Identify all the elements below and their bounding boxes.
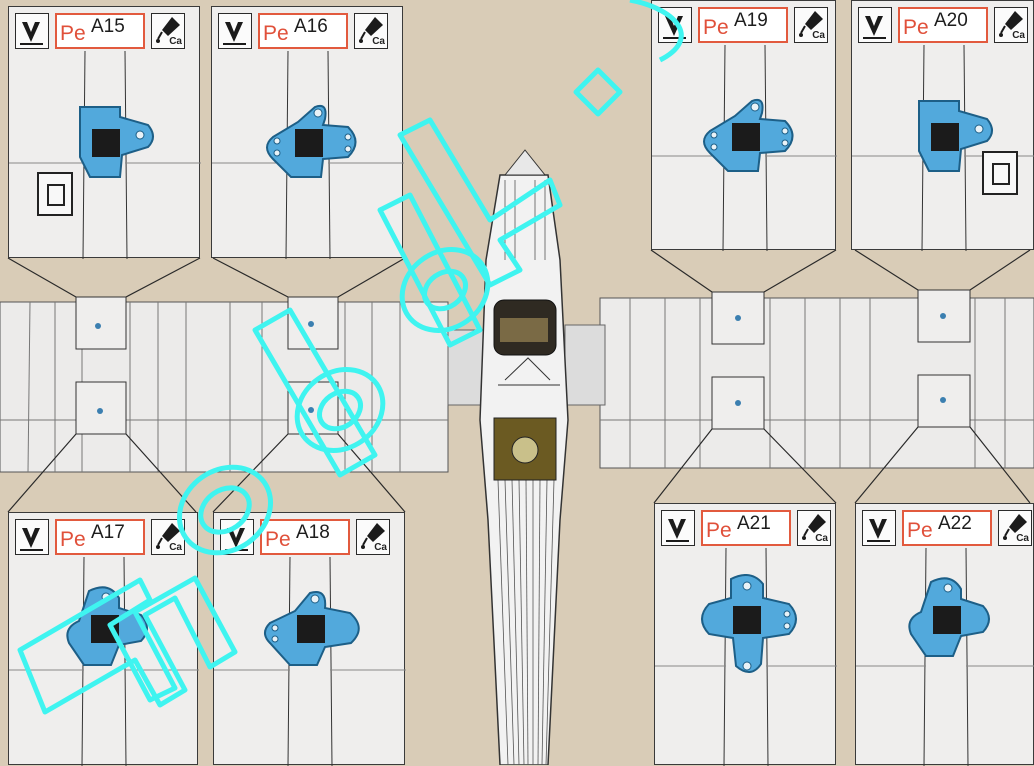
material-label: Pe [265,528,291,552]
bracket-part [691,574,811,689]
panel-header: Pe A15 Ca [15,13,193,51]
down-arrow-v-icon [858,7,892,43]
bracket-part [49,583,169,698]
left-wing [0,297,488,472]
right-wing [565,290,1034,468]
part-panel-a16: Pe A16 Ca [211,6,403,258]
glue-bottle-icon: Ca [354,13,388,49]
part-id: A20 [934,10,968,32]
part-id-tag: Pe A20 [898,7,988,43]
down-arrow-v-icon [15,13,49,49]
panel-header: Pe A21 Ca [661,510,829,548]
down-arrow-v-icon [15,519,49,555]
part-id: A21 [737,513,771,535]
down-arrow-v-icon [220,519,254,555]
panel-header: Pe A18 Ca [220,519,398,557]
part-id-tag: Pe A21 [701,510,791,546]
material-label: Pe [907,519,933,543]
glue-label: Ca [169,542,182,553]
material-label: Pe [703,16,729,40]
slot-marker [982,151,1018,195]
part-panel-a21: Pe A21 Ca [654,503,836,765]
part-id: A19 [734,10,768,32]
part-panel-a18: Pe A18 Ca [213,512,405,765]
part-id-tag: Pe A15 [55,13,145,49]
part-id-tag: Pe A16 [258,13,348,49]
part-id-tag: Pe A17 [55,519,145,555]
slot-marker [37,172,73,216]
glue-label: Ca [815,533,828,544]
bracket-part [253,97,373,212]
glue-bottle-icon: Ca [994,7,1028,43]
panel-header: Pe A16 Ca [218,13,396,51]
material-label: Pe [903,16,929,40]
part-id: A18 [296,522,330,544]
part-id: A17 [91,522,125,544]
material-label: Pe [706,519,732,543]
panel-header: Pe A19 Ca [658,7,829,45]
part-id-tag: Pe A22 [902,510,992,546]
part-id: A15 [91,16,125,38]
part-panel-a17: Pe A17 Ca [8,512,198,765]
glue-bottle-icon: Ca [151,519,185,555]
material-label: Pe [263,22,289,46]
down-arrow-v-icon [218,13,252,49]
down-arrow-v-icon [862,510,896,546]
panel-header: Pe A22 Ca [862,510,1027,548]
glue-bottle-icon: Ca [151,13,185,49]
glue-bottle-icon: Ca [797,510,831,546]
part-panel-a15: Pe A15 Ca [8,6,200,258]
glue-label: Ca [374,542,387,553]
glue-bottle-icon: Ca [794,7,828,43]
panel-header: Pe A17 Ca [15,519,191,557]
part-id-tag: Pe A19 [698,7,788,43]
part-panel-a20: Pe A20 Ca [851,0,1034,250]
down-arrow-v-icon [658,7,692,43]
glue-label: Ca [1012,30,1025,41]
glue-bottle-icon: Ca [998,510,1032,546]
part-id: A16 [294,16,328,38]
bracket-part [891,574,1011,689]
glue-label: Ca [1016,533,1029,544]
glue-label: Ca [812,30,825,41]
down-arrow-v-icon [661,510,695,546]
part-panel-a19: Pe A19 Ca [651,0,836,250]
part-id-tag: Pe A18 [260,519,350,555]
material-label: Pe [60,528,86,552]
bracket-part [255,583,375,698]
glue-label: Ca [169,36,182,47]
bracket-part [690,91,810,206]
glue-bottle-icon: Ca [356,519,390,555]
panel-header: Pe A20 Ca [858,7,1027,45]
part-panel-a22: Pe A22 Ca [855,503,1034,765]
part-id: A22 [938,513,972,535]
material-label: Pe [60,22,86,46]
glue-label: Ca [372,36,385,47]
